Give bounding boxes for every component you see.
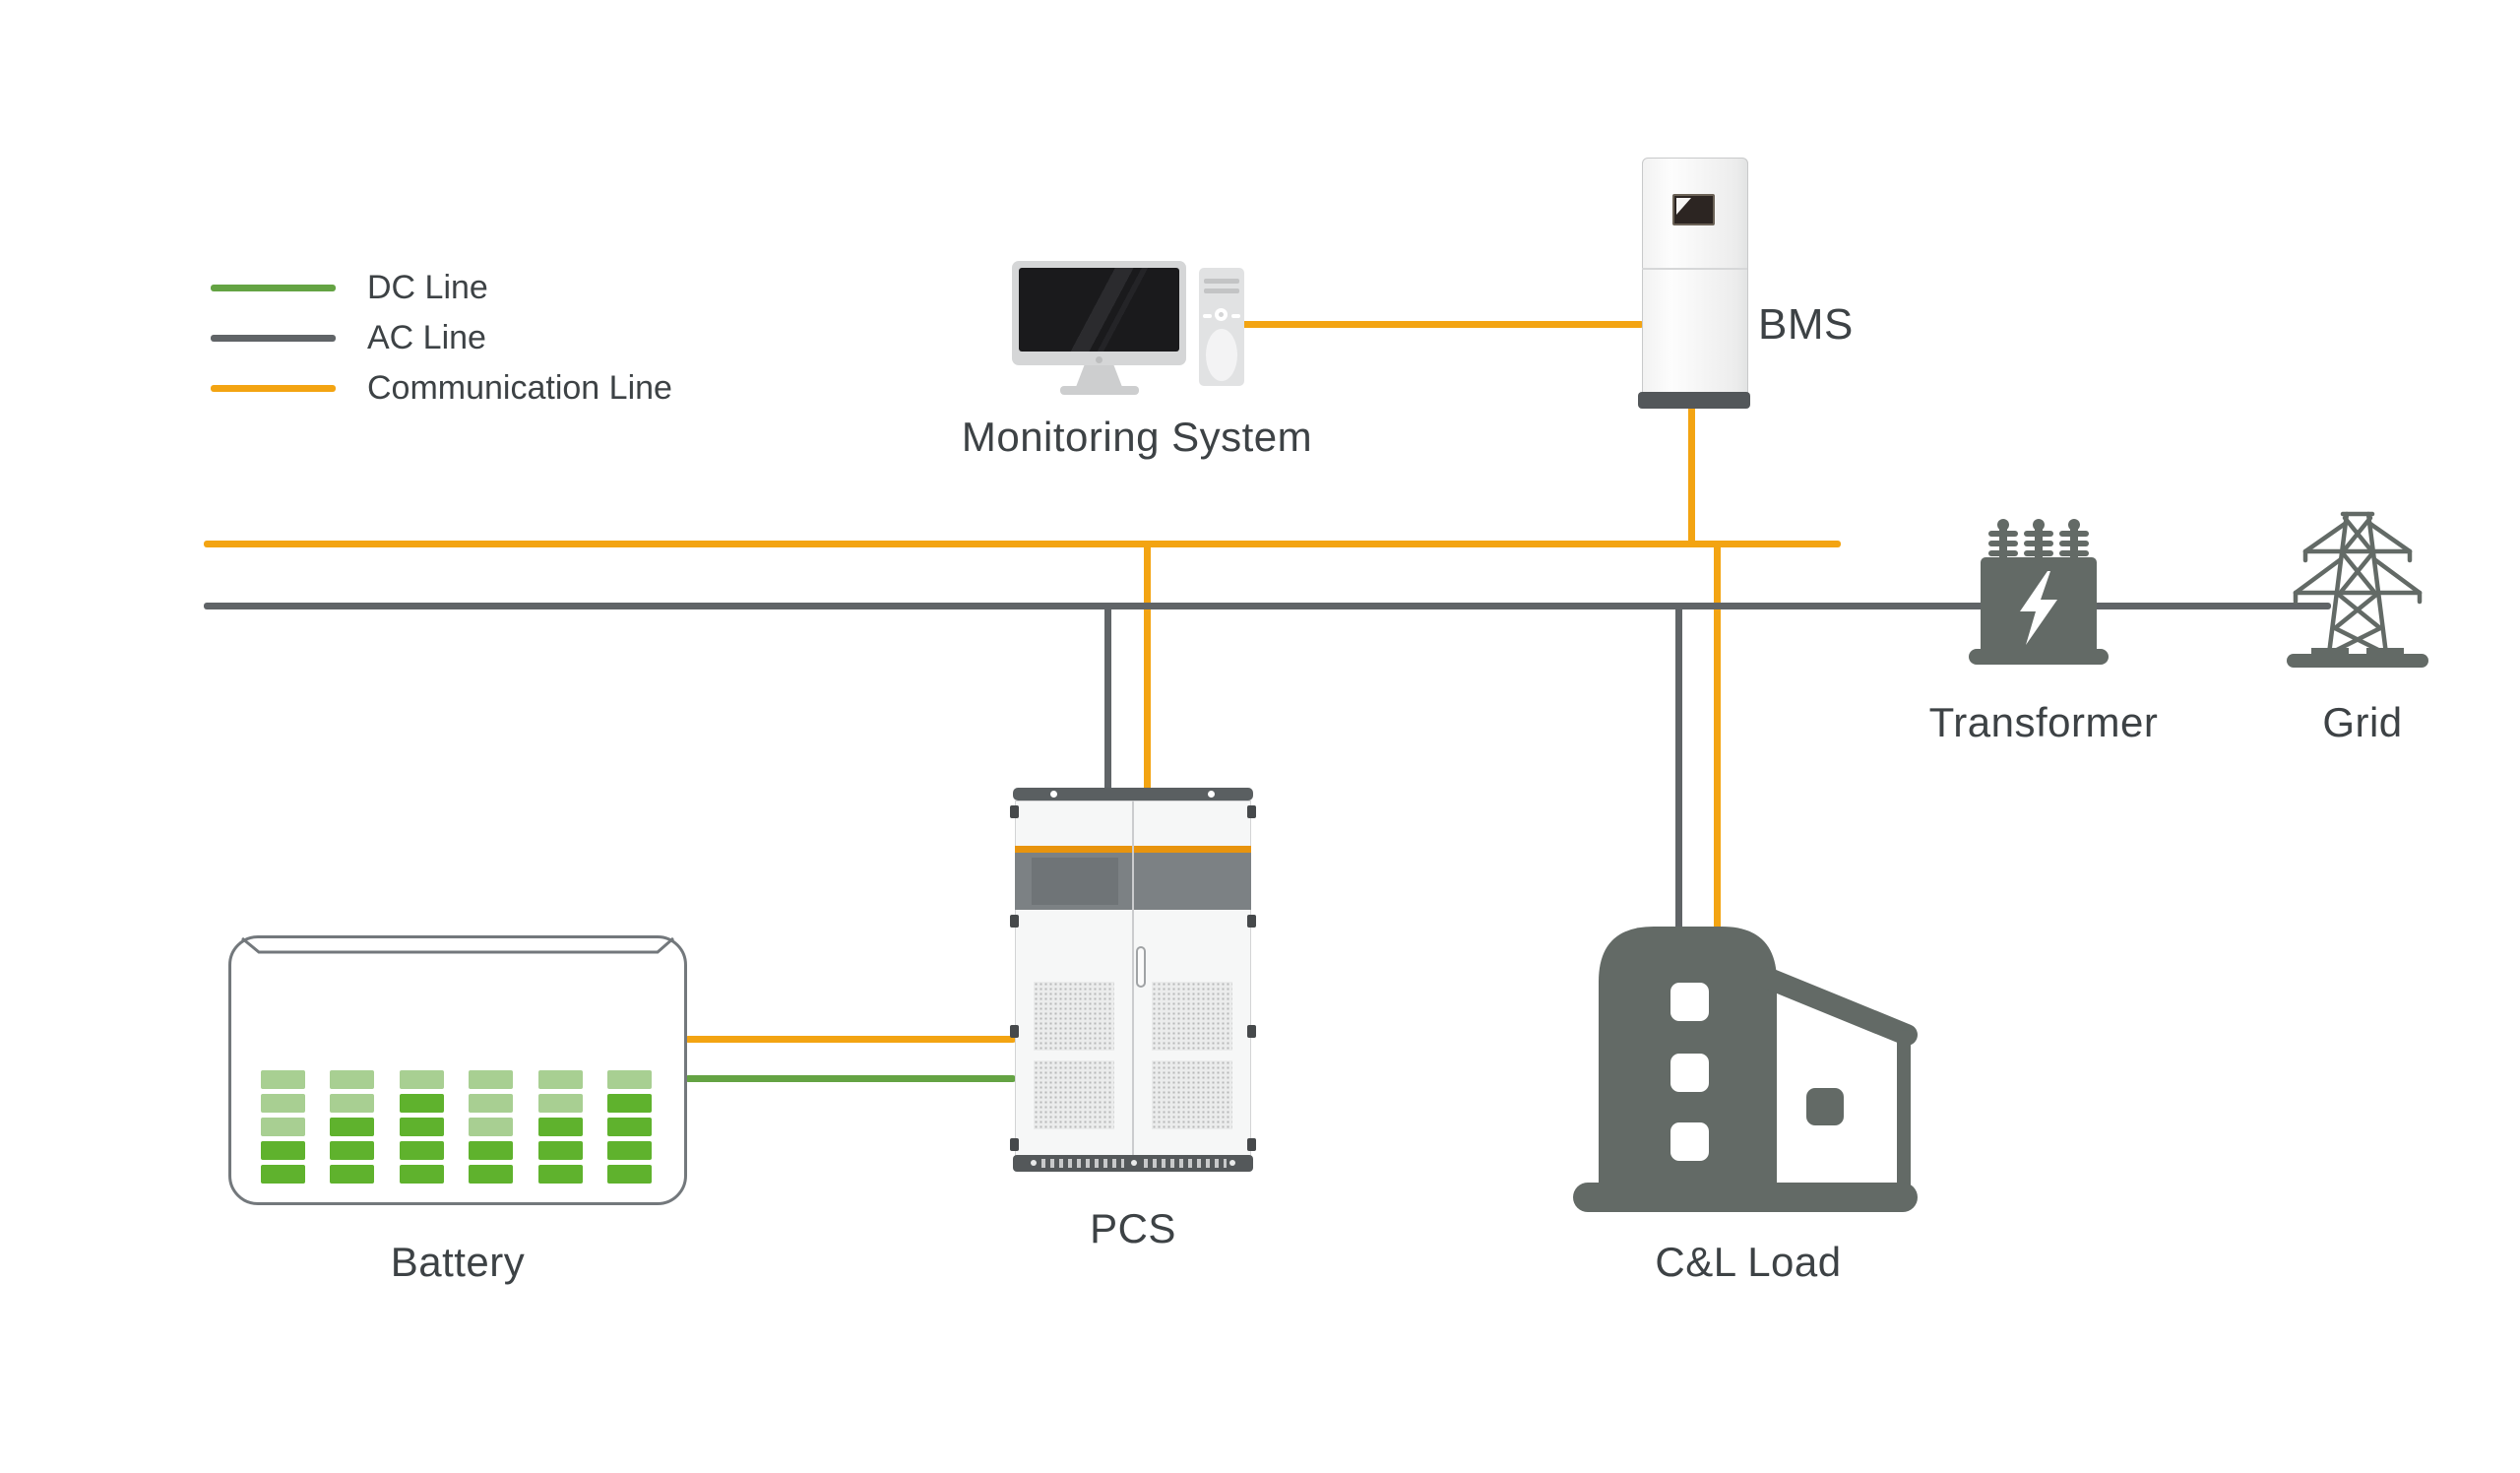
battery-cell [607, 1094, 652, 1113]
tower-button-dash [1231, 314, 1240, 318]
battery-cell [330, 1118, 374, 1136]
legend-item-ac: AC Line [211, 318, 486, 357]
load-communication-drop-line [1714, 543, 1721, 930]
battery-cell [607, 1118, 652, 1136]
bms-display [1672, 194, 1715, 225]
legend-item-communication: Communication Line [211, 368, 672, 408]
battery-cell [469, 1070, 513, 1089]
pcs-ac-drop-line [1104, 605, 1111, 794]
tower-power-button [1215, 308, 1228, 321]
battery-cell [330, 1141, 374, 1160]
load-label: C&L Load [1655, 1239, 1842, 1285]
battery-cell [538, 1070, 583, 1089]
pcs-base-dot [1229, 1160, 1235, 1166]
battery-cell [469, 1094, 513, 1113]
pcs-hinge-tab [1247, 915, 1256, 928]
legend-item-dc: DC Line [211, 268, 488, 307]
communication-line-swatch [211, 384, 336, 392]
battery-cell [607, 1070, 652, 1089]
transformer-icon [1969, 519, 2109, 665]
battery-cell [400, 1165, 444, 1184]
battery-cell [469, 1141, 513, 1160]
battery-cell [538, 1118, 583, 1136]
battery-cell [538, 1165, 583, 1184]
battery-cell [469, 1118, 513, 1136]
pcs-door-seam [1132, 801, 1134, 1156]
pcs-base-vent [1041, 1159, 1124, 1168]
bms-panel-seam [1642, 268, 1747, 270]
pcs-base-dot [1131, 1160, 1137, 1166]
bms-base [1638, 392, 1750, 409]
bms-label: BMS [1758, 300, 1854, 349]
pcs-hinge-tab [1010, 1138, 1019, 1151]
tower-vent-stripe [1204, 288, 1239, 293]
battery-cell [330, 1094, 374, 1113]
transformer-label: Transformer [1928, 699, 2159, 745]
battery-cell [607, 1141, 652, 1160]
pcs-hinge-tab [1010, 915, 1019, 928]
battery-cell [330, 1165, 374, 1184]
battery-cell [538, 1141, 583, 1160]
monitor-chin-dot [1096, 356, 1102, 363]
legend-item-label: Communication Line [367, 368, 672, 407]
pcs-hinge-tab [1247, 805, 1256, 818]
battery-cell [469, 1165, 513, 1184]
pcs-hinge-tab [1010, 805, 1019, 818]
pcs-hinge-tab [1247, 1138, 1256, 1151]
communication-bus-line [204, 541, 1841, 547]
dc-line-swatch [211, 284, 336, 291]
pcs-base-vent [1144, 1159, 1227, 1168]
pcs-base-dot [1031, 1160, 1037, 1166]
monitor-screen [1019, 268, 1179, 352]
monitor-stand-base [1060, 386, 1139, 395]
pcs-hinge-tab [1247, 1025, 1256, 1038]
monitoring-bms-communication-line [1240, 321, 1644, 328]
bms-communication-drop-line [1688, 404, 1695, 544]
grid-label: Grid [2322, 699, 2403, 745]
pcs-top-cap [1013, 788, 1253, 801]
pcs-vent-panel [1034, 1060, 1114, 1129]
monitor-stand-neck [1076, 365, 1122, 387]
tower-vent-stripe [1204, 279, 1239, 284]
pcs-vent-panel [1152, 1060, 1232, 1129]
bms-cabinet-icon [1642, 158, 1748, 394]
bms-display-glint [1676, 198, 1691, 215]
pcs-vent-panel [1152, 982, 1232, 1051]
battery-cell [261, 1118, 305, 1136]
ac-bus-line [204, 603, 2331, 609]
battery-cell [607, 1165, 652, 1184]
battery-cells [261, 1070, 655, 1188]
load-ac-drop-line [1675, 605, 1682, 930]
battery-cell [538, 1094, 583, 1113]
battery-lid-line [241, 936, 674, 954]
battery-cell [400, 1118, 444, 1136]
legend-item-label: AC Line [367, 318, 486, 356]
battery-cell [261, 1165, 305, 1184]
battery-cell [261, 1141, 305, 1160]
ac-line-swatch [211, 334, 336, 342]
battery-label: Battery [390, 1239, 526, 1285]
battery-cell [400, 1070, 444, 1089]
pcs-label: PCS [1090, 1205, 1176, 1251]
battery-cell [261, 1070, 305, 1089]
monitoring-system-label: Monitoring System [961, 414, 1313, 460]
battery-pcs-dc-line [685, 1075, 1016, 1082]
transmission-tower-icon [2287, 511, 2428, 668]
pcs-communication-drop-line [1144, 543, 1151, 794]
battery-cell [261, 1094, 305, 1113]
legend-item-label: DC Line [367, 268, 488, 306]
tower-button-dash [1203, 314, 1212, 318]
pcs-vent-panel [1034, 982, 1114, 1051]
battery-cell [400, 1094, 444, 1113]
battery-cell [330, 1070, 374, 1089]
pcs-hinge-tab [1010, 1025, 1019, 1038]
tower-grille [1206, 329, 1237, 381]
battery-pcs-communication-line [685, 1036, 1016, 1043]
pcs-door-handle [1136, 946, 1146, 988]
battery-cell [400, 1141, 444, 1160]
building-icon [1573, 927, 1918, 1212]
